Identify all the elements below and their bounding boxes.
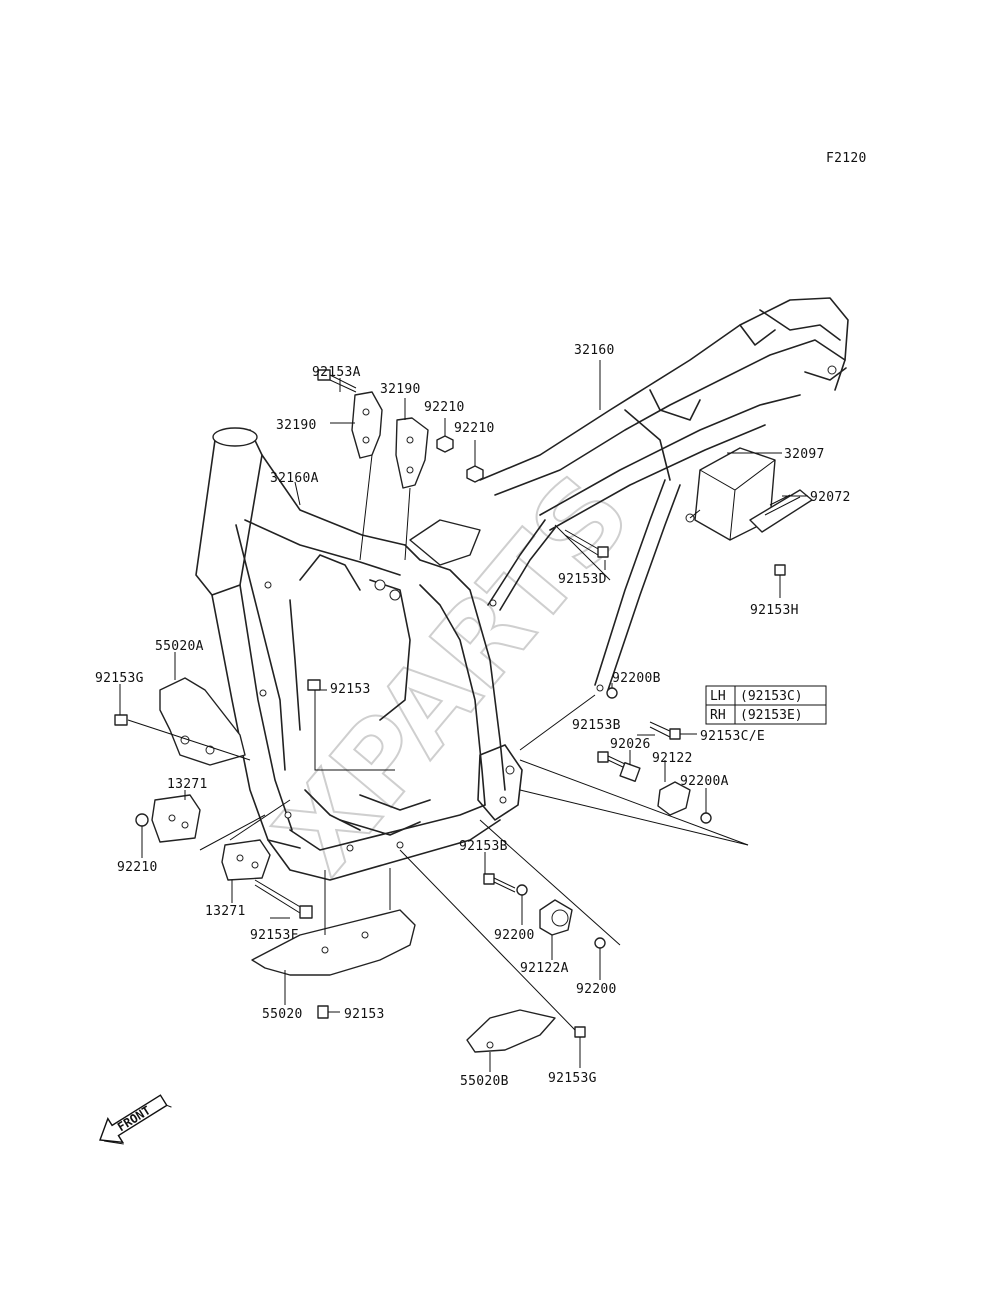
nut-92210-a — [436, 435, 454, 453]
label-92122: 92122 — [652, 751, 693, 766]
bracket-32190-right — [395, 417, 429, 489]
plate-13271-a — [151, 794, 201, 843]
label-92200-right: 92200 — [576, 982, 617, 997]
side-table-rh-side: RH — [710, 708, 726, 723]
diagram-code: F2120 — [826, 151, 867, 166]
washer-92200-b — [594, 937, 606, 949]
bolt-92153A — [317, 369, 357, 393]
nut-92210-b — [466, 465, 484, 483]
label-32160: 32160 — [574, 343, 615, 358]
label-13271-upper: 13271 — [167, 777, 208, 792]
label-92026: 92026 — [610, 737, 651, 752]
side-table-rh-code: (92153E) — [740, 708, 803, 723]
leader-lines — [119, 360, 808, 1072]
seat-plate — [409, 519, 481, 566]
label-92210-upper: 92210 — [424, 400, 465, 415]
bolt-92153D — [564, 529, 609, 558]
label-13271-lower: 13271 — [205, 904, 246, 919]
label-55020A: 55020A — [155, 639, 204, 654]
label-92153B-lower: 92153B — [459, 839, 508, 854]
front-label: FRONT — [115, 1103, 153, 1134]
label-92153G-left: 92153G — [95, 671, 144, 686]
bolt-92153G-left — [114, 714, 128, 726]
label-92200A: 92200A — [680, 774, 729, 789]
label-92153CE: 92153C/E — [700, 729, 765, 744]
bolt-92153H — [774, 564, 786, 576]
label-32190-upper: 32190 — [380, 382, 421, 397]
washer-92200-a — [516, 884, 528, 896]
bolt-92153-bottom — [317, 1005, 329, 1019]
label-55020B: 55020B — [460, 1074, 509, 1089]
label-92153H: 92153H — [750, 603, 799, 618]
watermark: XPARTS — [252, 451, 655, 897]
label-92153-mid: 92153 — [330, 682, 371, 697]
guard-55020B — [466, 1009, 556, 1053]
label-92153-bottom: 92153 — [344, 1007, 385, 1022]
side-table-lh-side: LH — [710, 689, 726, 704]
washer-92200B — [606, 687, 618, 699]
rear-frame-32160 — [479, 297, 849, 692]
bolt-92153F — [254, 879, 313, 919]
bolt-92153B-lower — [483, 873, 516, 893]
band-92072 — [749, 489, 813, 533]
label-32190-left: 32190 — [276, 418, 317, 433]
nut-92210-c — [135, 813, 149, 827]
plate-13271-b — [221, 839, 271, 881]
bracket-32190-left — [351, 391, 383, 459]
spacer-92026 — [619, 761, 641, 783]
bolt-92153-mid — [307, 679, 321, 691]
label-92122A: 92122A — [520, 961, 569, 976]
label-92210-right: 92210 — [454, 421, 495, 436]
label-92153A: 92153A — [312, 365, 361, 380]
collar-92122A — [539, 899, 573, 936]
side-table: LH (92153C) RH (92153E) — [705, 685, 827, 725]
label-55020: 55020 — [262, 1007, 303, 1022]
main-frame-32160A — [195, 427, 523, 881]
label-92153F: 92153F — [250, 928, 299, 943]
label-92200B: 92200B — [612, 671, 661, 686]
washer-92200A — [700, 812, 712, 824]
side-table-lh-code: (92153C) — [740, 689, 803, 704]
collar-92122 — [657, 781, 691, 816]
label-32097: 32097 — [784, 447, 825, 462]
guard-55020A — [159, 677, 246, 766]
label-92153B-upper: 92153B — [572, 718, 621, 733]
label-92210-bottom: 92210 — [117, 860, 158, 875]
skid-plate-55020 — [251, 909, 416, 976]
label-32160A: 32160A — [270, 471, 319, 486]
label-92153G-right: 92153G — [548, 1071, 597, 1086]
label-92072: 92072 — [810, 490, 851, 505]
bolt-92153B-upper — [597, 751, 609, 763]
bolt-92153CE — [649, 721, 681, 740]
label-92200-left: 92200 — [494, 928, 535, 943]
label-92153D: 92153D — [558, 572, 607, 587]
bolt-92153G-right — [574, 1026, 586, 1038]
front-arrow: FRONT — [99, 1094, 172, 1145]
